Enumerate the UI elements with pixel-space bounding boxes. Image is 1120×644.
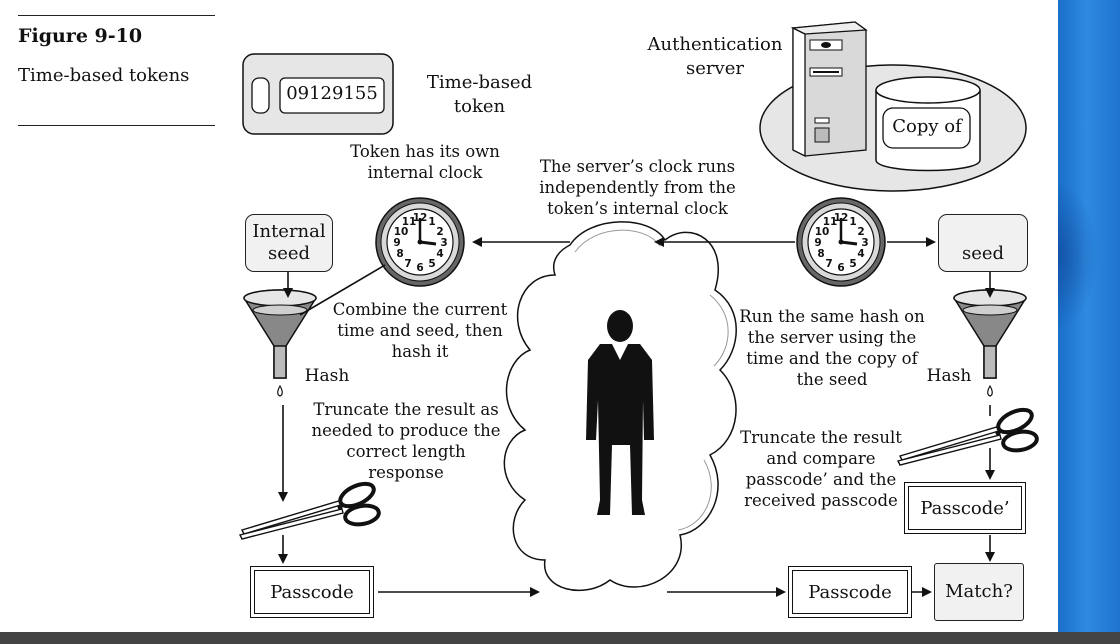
server-tower-icon: [790, 21, 868, 158]
note-server-clock: The server’s clock runs independently fr…: [539, 157, 736, 218]
token-clock-icon: [374, 196, 466, 288]
caption-bottom-rule: [18, 125, 215, 126]
figure-number: Figure 9-10: [18, 25, 143, 47]
desktop-background-edge: [1058, 0, 1120, 632]
match-box: Match?: [934, 563, 1024, 621]
right-passcode-label: Passcode: [792, 570, 908, 614]
server-storage-label: Copy of: [892, 116, 962, 137]
right-passcode-box: Passcode: [788, 566, 912, 618]
window-bottom-bar: [0, 632, 1120, 644]
note-truncate-right: Truncate the result and compare passcode…: [740, 428, 902, 510]
left-passcode-box: Passcode: [250, 566, 374, 618]
note-combine: Combine the current time and seed, then …: [332, 300, 508, 361]
right-scissors-icon: [896, 403, 1041, 467]
token-button: [251, 77, 270, 114]
token-label: Time-based token: [426, 72, 533, 117]
person-silhouette: [586, 310, 654, 515]
token-screen: [279, 77, 385, 114]
server-seed-box: seed: [938, 214, 1028, 272]
internal-seed-box: Internal seed: [245, 214, 333, 272]
figure-caption: Time-based tokens: [18, 65, 190, 86]
right-hash-label: Hash: [926, 366, 972, 386]
note-token-clock: Token has its own internal clock: [350, 142, 500, 182]
database-cylinder-icon: [875, 76, 981, 172]
left-passcode-label: Passcode: [254, 570, 370, 614]
connector-clock-to-funnel: [299, 264, 386, 316]
left-scissors-icon: [238, 477, 383, 541]
note-truncate-left: Truncate the result as needed to produce…: [311, 400, 501, 482]
token-display-value: 09129155: [286, 83, 378, 104]
note-run-same-hash: Run the same hash on the server using th…: [739, 307, 925, 389]
passcode-prime-label: Passcode’: [908, 486, 1022, 530]
caption-top-rule: [18, 15, 215, 16]
server-clock-icon: [795, 196, 887, 288]
server-label: Authentication server: [647, 34, 783, 79]
passcode-prime-box: Passcode’: [904, 482, 1026, 534]
left-hash-label: Hash: [304, 366, 350, 386]
